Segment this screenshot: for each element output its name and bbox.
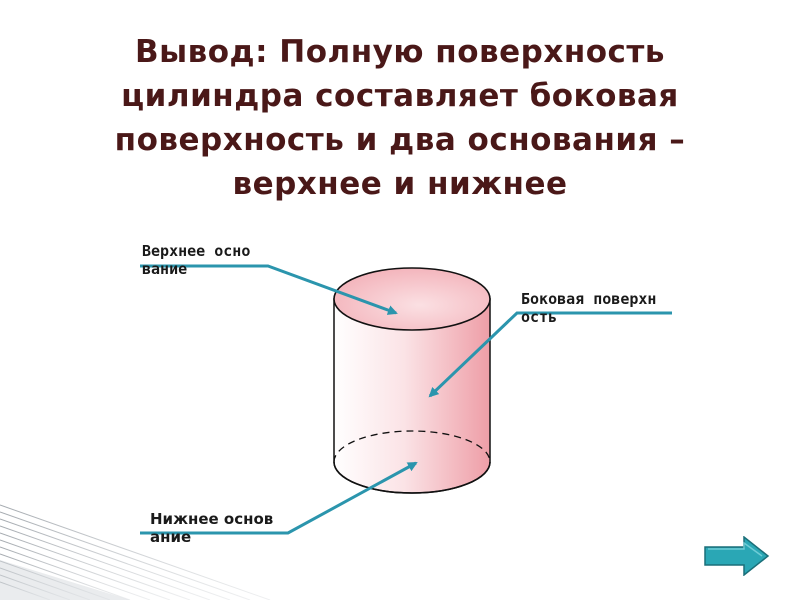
leader-bottom-base <box>140 461 418 535</box>
label-bottom-base: Нижнее основание <box>150 510 274 546</box>
cylinder-top-base <box>333 267 491 331</box>
next-slide-button[interactable] <box>704 536 770 576</box>
leader-lateral-surface <box>428 311 672 398</box>
label-top-base: Верхнее основание <box>142 242 251 278</box>
cylinder-bottom-hidden-edge <box>333 430 491 463</box>
label-lateral-surface: Боковая поверхность <box>521 290 657 326</box>
arrow-right-icon <box>704 536 770 576</box>
leader-top-base <box>140 264 398 315</box>
slide-title: Вывод: Полную поверхность цилиндра соста… <box>114 34 686 202</box>
cylinder-bottom-base <box>333 461 491 494</box>
